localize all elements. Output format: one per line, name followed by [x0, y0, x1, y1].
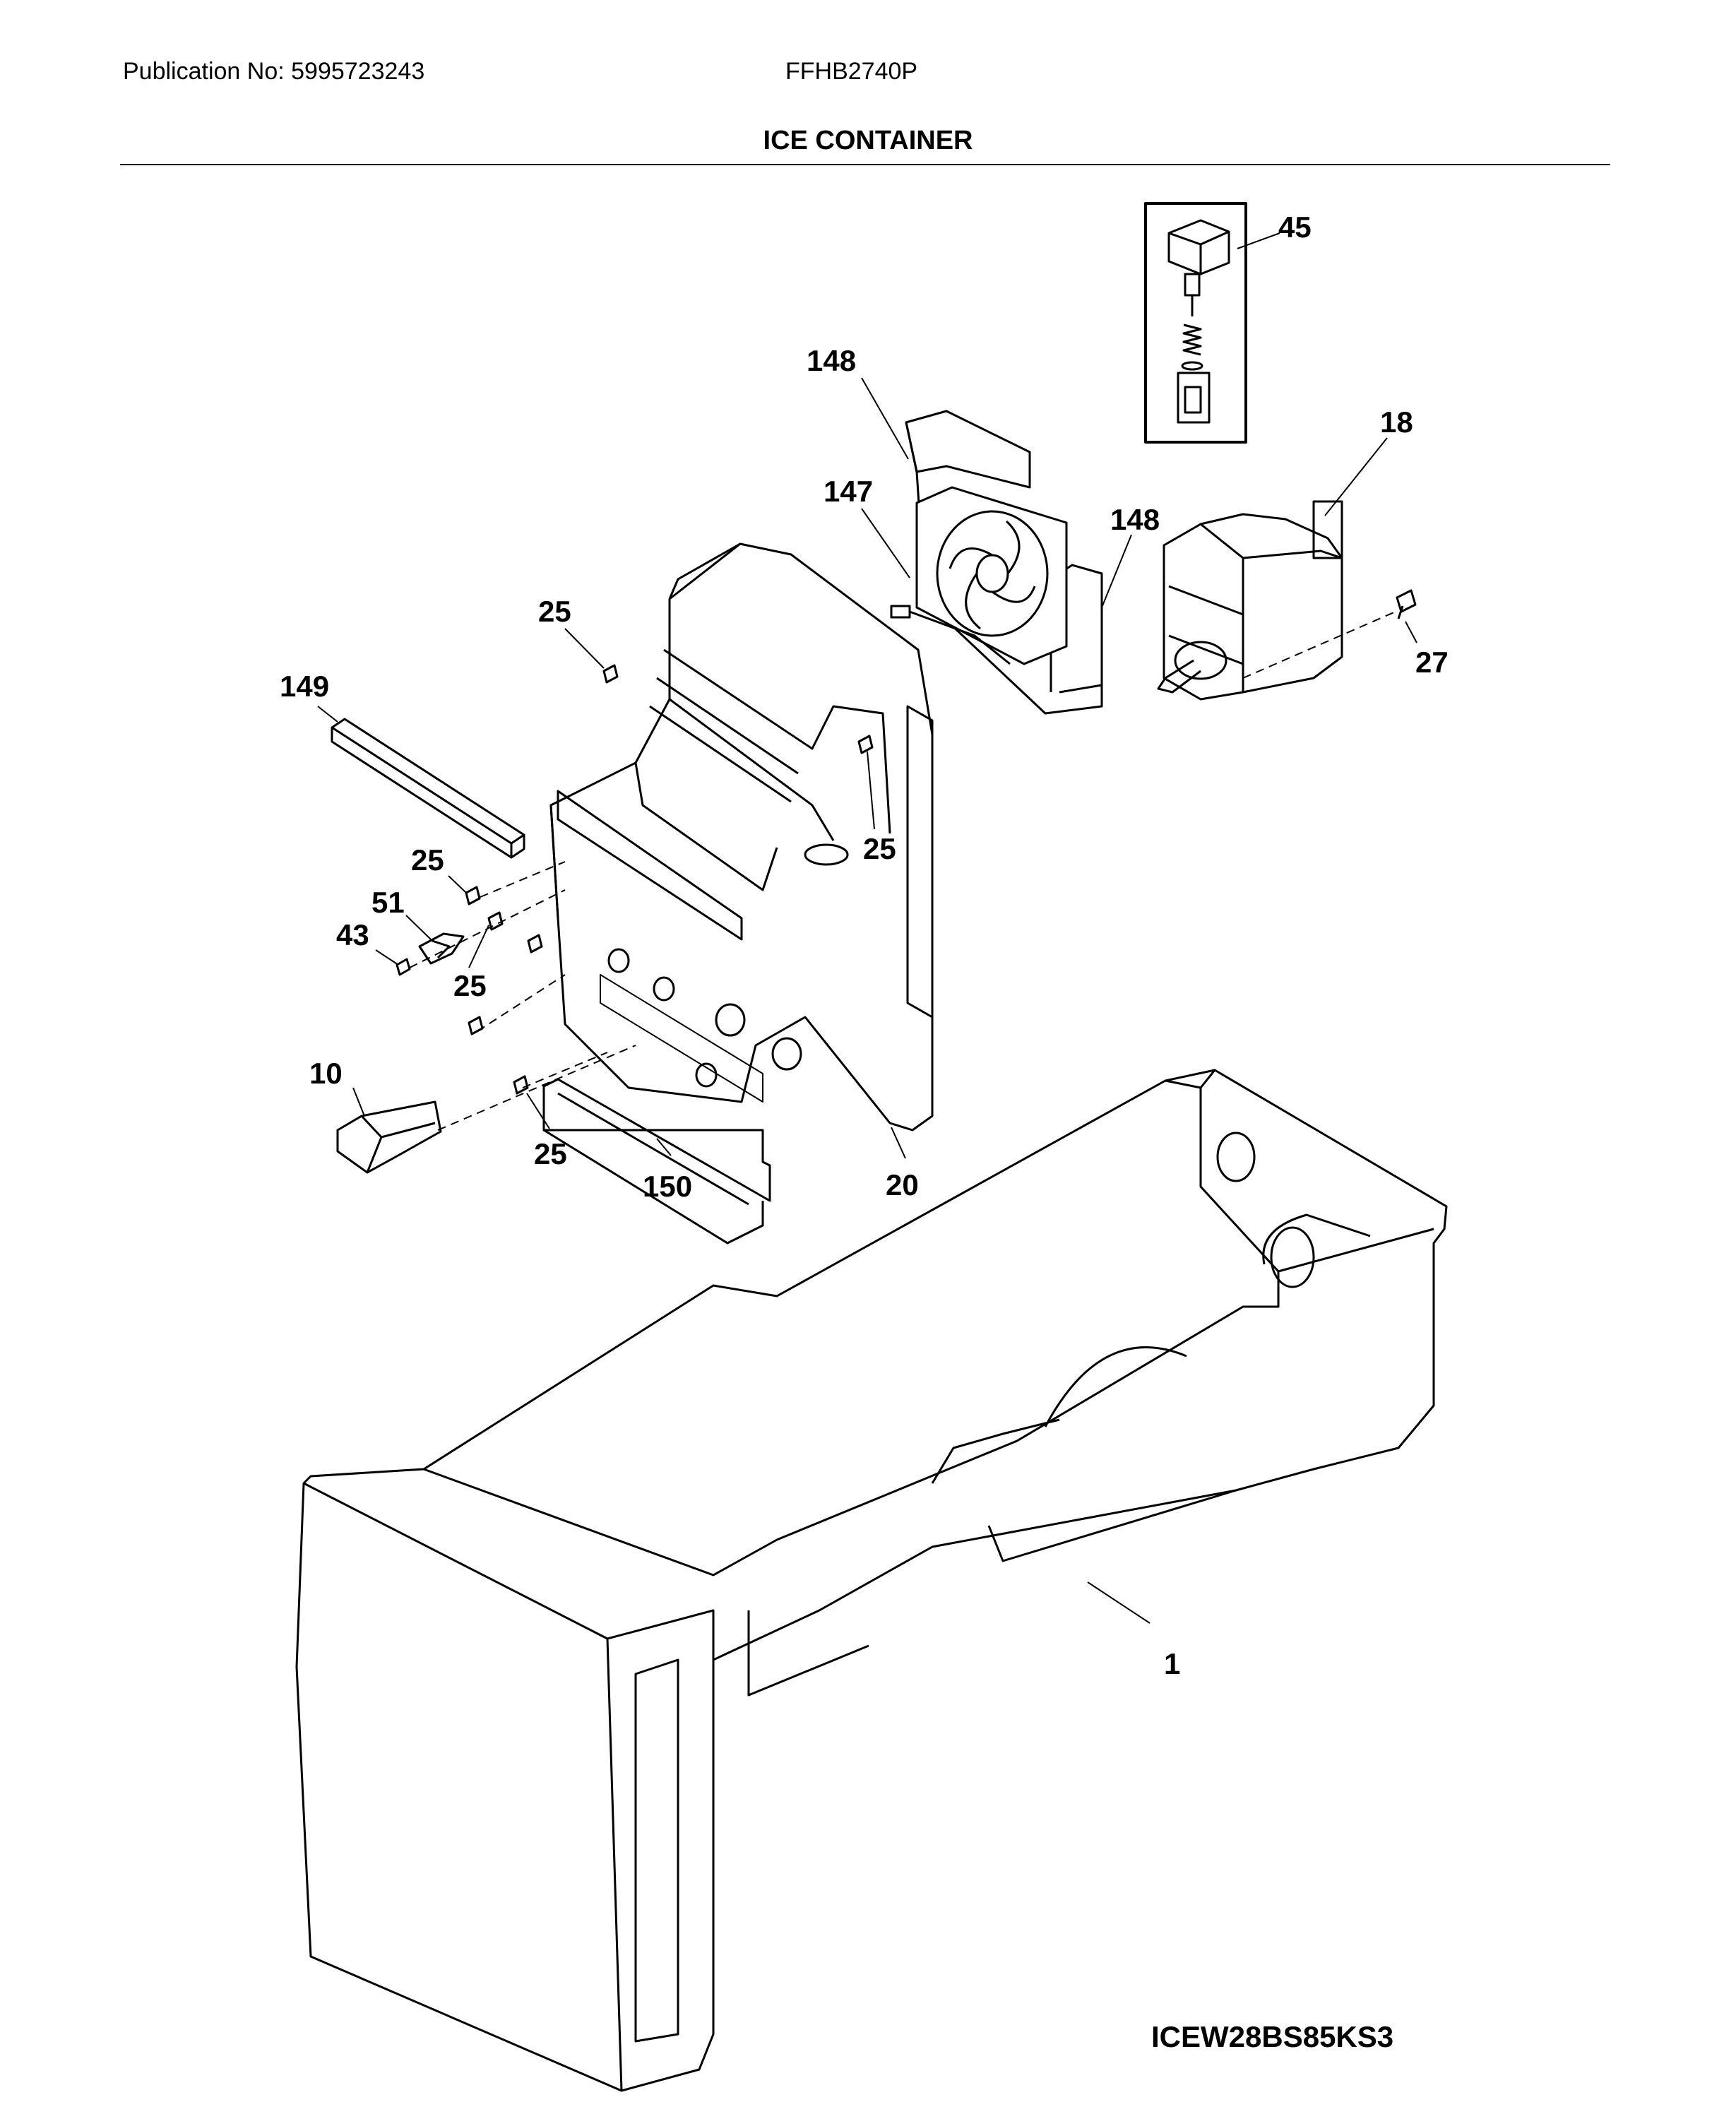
part-45-valve	[1144, 202, 1247, 444]
callout-20: 20	[886, 1168, 919, 1201]
part-147-fan	[890, 486, 1068, 665]
callout-1: 1	[1164, 1647, 1180, 1680]
callout-51: 51	[371, 886, 405, 919]
part-43-screw	[396, 958, 411, 976]
callout-25-right: 25	[863, 832, 896, 865]
part-20-ice-chute-housing	[549, 542, 934, 1132]
part-10-shutter	[336, 1100, 442, 1174]
publication-number: Publication No: 5995723243	[123, 58, 425, 85]
part-149-seal-strip	[331, 718, 525, 859]
page-title: ICE CONTAINER	[763, 126, 973, 155]
callout-150: 150	[643, 1170, 692, 1203]
callout-148-top: 148	[807, 344, 856, 377]
model-number: FFHB2740P	[785, 58, 918, 85]
part-25-screws	[465, 664, 874, 1095]
callout-10: 10	[309, 1057, 343, 1090]
diagram-code: ICEW28BS85KS3	[1151, 2020, 1394, 2053]
part-18-motor	[1157, 500, 1343, 701]
callout-25-middle: 25	[453, 969, 487, 1002]
callout-18: 18	[1380, 405, 1413, 439]
header-rule	[120, 164, 1610, 165]
callout-25-left: 25	[411, 843, 444, 877]
callout-148-right: 148	[1110, 503, 1160, 536]
callout-25-top: 25	[538, 595, 571, 628]
callout-45: 45	[1278, 210, 1312, 244]
part-1-ice-bucket	[295, 1069, 1448, 2092]
leader-lines	[317, 232, 1417, 1624]
part-150-trim	[542, 1078, 771, 1245]
callout-147: 147	[824, 475, 873, 508]
callout-149: 149	[280, 670, 329, 703]
callout-27: 27	[1415, 646, 1449, 679]
callout-43: 43	[336, 918, 369, 951]
part-27-screw	[1242, 589, 1417, 679]
callout-25-bottom: 25	[534, 1137, 567, 1170]
part-51-lever	[418, 932, 465, 965]
